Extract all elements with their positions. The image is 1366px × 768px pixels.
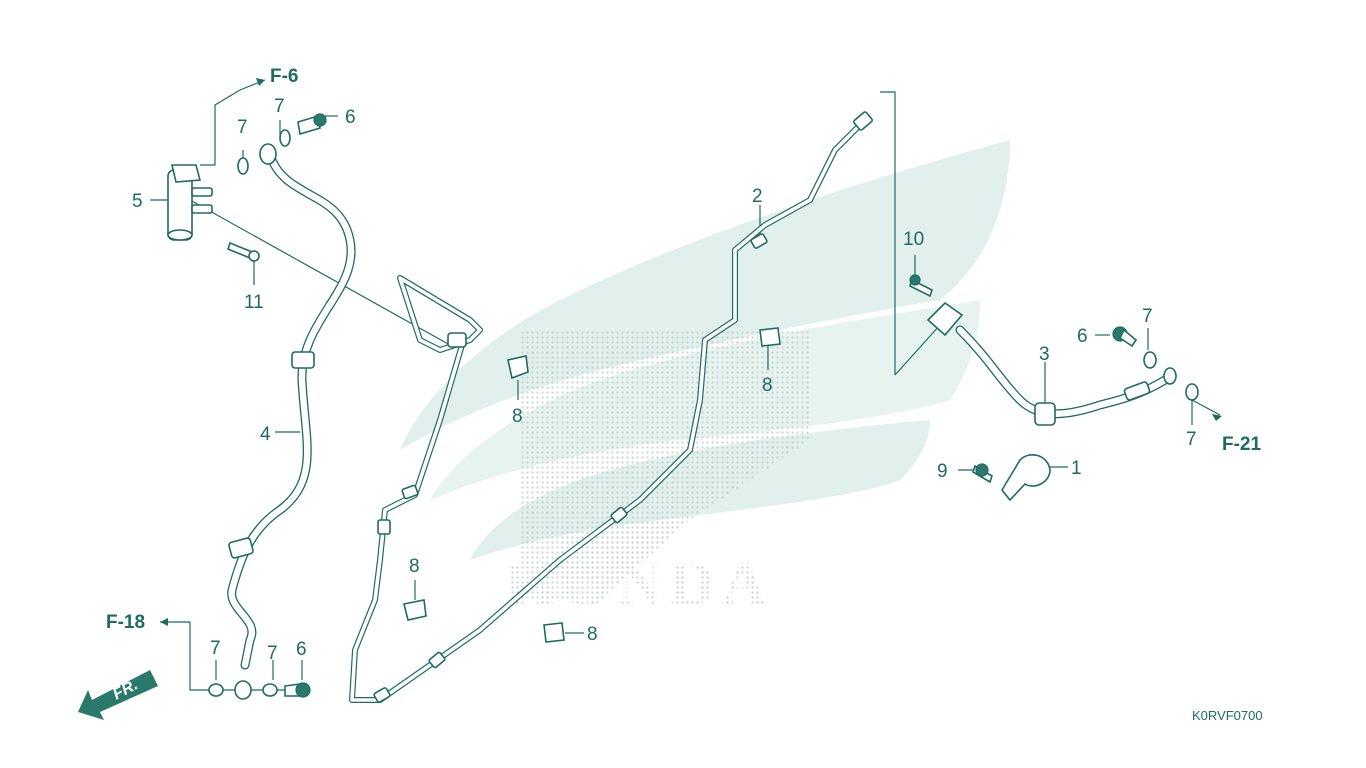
- watermark-wordmark: HONDA: [505, 548, 773, 619]
- callout-7-top-left: 7: [237, 117, 248, 138]
- small-parts: [167, 113, 1199, 700]
- callout-7-bottom: 7: [267, 643, 278, 664]
- reference-f6: F-6: [270, 66, 299, 87]
- front-direction-arrow: FR.: [78, 670, 158, 720]
- callout-8-lower: 8: [587, 624, 598, 645]
- callout-3: 3: [1039, 344, 1050, 365]
- callout-5: 5: [132, 191, 143, 212]
- brake-hose-4: [227, 150, 356, 670]
- callout-8-lower-left: 8: [409, 556, 420, 577]
- callout-8-top: 8: [762, 375, 773, 396]
- callout-9: 9: [937, 461, 948, 482]
- callout-8-middle: 8: [512, 406, 523, 427]
- reference-arrows: [160, 78, 1222, 626]
- callout-7-right-bottom: 7: [1186, 429, 1197, 450]
- callout-11: 11: [244, 292, 264, 313]
- callout-7-top: 7: [274, 96, 285, 117]
- brake-pipe-left: [349, 111, 873, 703]
- callout-7-bottom-left: 7: [210, 638, 221, 659]
- callout-6-right: 6: [1077, 326, 1088, 347]
- diagram-code: K0RVF0700: [1192, 708, 1263, 723]
- reference-f21: F-21: [1222, 434, 1262, 455]
- callout-2: 2: [752, 186, 763, 207]
- callout-7-right-top: 7: [1142, 306, 1153, 327]
- callout-6-bottom: 6: [296, 639, 307, 660]
- brake-hose-3: [926, 301, 1170, 426]
- callout-1: 1: [1071, 458, 1082, 479]
- reference-f18: F-18: [106, 612, 145, 633]
- callout-10: 10: [903, 229, 924, 250]
- callout-6-top: 6: [345, 107, 356, 128]
- callout-4: 4: [260, 424, 271, 445]
